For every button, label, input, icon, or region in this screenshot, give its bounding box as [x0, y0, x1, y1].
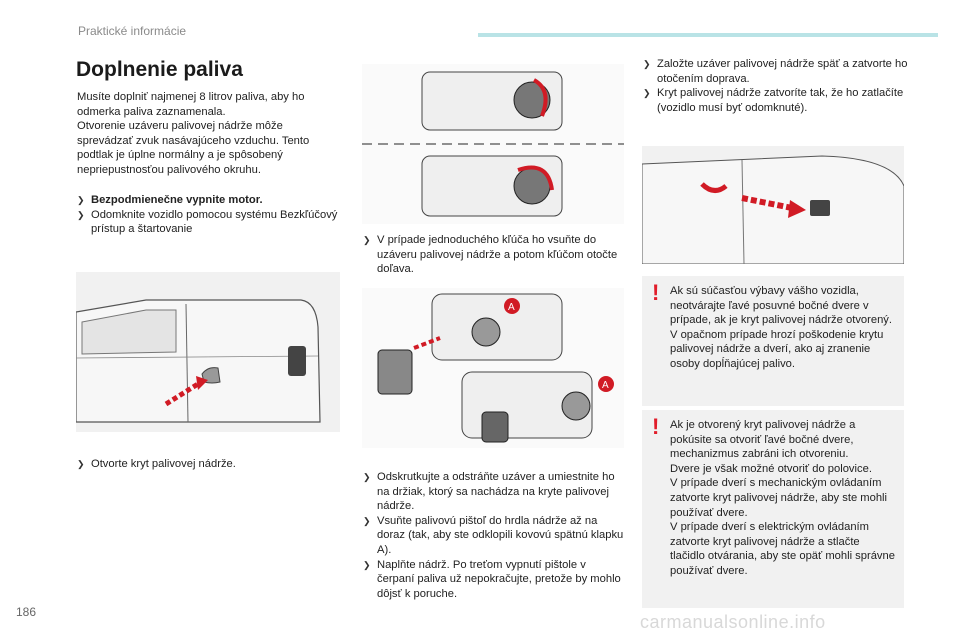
list-item: ❯ Založte uzáver palivovej nádrže späť a…: [643, 58, 908, 85]
header-accent-bar: [478, 33, 938, 37]
list-item: ❯ Bezpodmienečne vypnite motor.: [77, 194, 263, 206]
list-item: ❯ Odomknite vozidlo pomocou systému Bezk…: [77, 208, 338, 236]
warning-icon: !: [652, 280, 660, 305]
bullet-icon: ❯: [77, 459, 85, 469]
van-side-drawing: [76, 299, 321, 423]
steps-list-1: ❯ Bezpodmienečne vypnite motor. ❯ Odomkn…: [77, 193, 339, 237]
bullet-icon: ❯: [363, 235, 371, 245]
van-side-illustration: [76, 272, 340, 432]
warning-text-2: Ak je otvorený kryt palivovej nádrže a p…: [670, 418, 896, 579]
steps-list-3: ❯ Založte uzáver palivovej nádrže späť a…: [643, 57, 908, 115]
list-item: ❯ Naplňte nádrž. Po treťom vypnutí pišto…: [363, 558, 621, 600]
section-header: Praktické informácie: [78, 24, 187, 38]
warning2-line-2: Dvere je však možné otvoriť do polovice.: [670, 462, 872, 475]
bullet-icon: ❯: [363, 559, 371, 570]
step-key-text: ❯ V prípade jednoduchého kľúča ho vsuňte…: [363, 233, 625, 277]
bullet-icon: ❯: [363, 515, 371, 526]
caption-open-cover: ❯ Otvorte kryt palivovej nádrže.: [77, 457, 339, 472]
list-item: ❯ Otvorte kryt palivovej nádrže.: [77, 458, 236, 470]
intro-text: Musíte doplniť najmenej 8 litrov paliva,…: [77, 90, 339, 178]
warning-icon: !: [652, 414, 660, 439]
label-a-second: A: [602, 380, 609, 391]
bullet-icon: ❯: [77, 195, 85, 205]
list-item: ❯ Kryt palivovej nádrže zatvoríte tak, ž…: [643, 87, 904, 114]
warning2-line-1: Ak je otvorený kryt palivovej nádrže a p…: [670, 419, 856, 461]
warning2-line-3: V prípade dverí s mechanickým ovládaním …: [670, 477, 888, 519]
intro-paragraph-1: Musíte doplniť najmenej 8 litrov paliva,…: [77, 91, 305, 118]
warning2-line-4: V prípade dverí s elektrickým ovládaním …: [670, 521, 895, 577]
cap-removal-drawing: A A: [377, 293, 614, 443]
page-title: Doplnenie paliva: [76, 58, 243, 81]
close-cover-drawing: [642, 155, 904, 264]
close-cover-illustration: [642, 146, 904, 264]
bullet-icon: ❯: [77, 209, 85, 220]
intro-paragraph-2: Otvorenie uzáveru palivovej nádrže môže …: [77, 120, 310, 176]
bullet-icon: ❯: [643, 59, 651, 69]
steps-list-2: ❯ Odskrutkujte a odstráňte uzáver a umie…: [363, 470, 625, 601]
bullet-icon: ❯: [643, 88, 651, 99]
bullet-icon: ❯: [363, 472, 371, 482]
page-number: 186: [16, 605, 37, 619]
cap-removal-illustration: A A: [362, 288, 624, 448]
label-a: A: [508, 302, 515, 313]
list-item: ❯ V prípade jednoduchého kľúča ho vsuňte…: [363, 234, 618, 276]
list-item: ❯ Odskrutkujte a odstráňte uzáver a umie…: [363, 471, 615, 513]
key-cap-drawing: [362, 71, 624, 217]
key-cap-illustration: [362, 64, 624, 224]
warning-text-1: Ak sú súčasťou výbavy vášho vozidla, neo…: [670, 285, 893, 370]
watermark: carmanualsonline.info: [640, 612, 826, 632]
warning-box-1: ! Ak sú súčasťou výbavy vášho vozidla, n…: [642, 276, 904, 406]
list-item: ❯ Vsuňte palivovú pištoľ do hrdla nádrže…: [363, 514, 624, 556]
warning-box-2: ! Ak je otvorený kryt palivovej nádrže a…: [642, 410, 904, 608]
